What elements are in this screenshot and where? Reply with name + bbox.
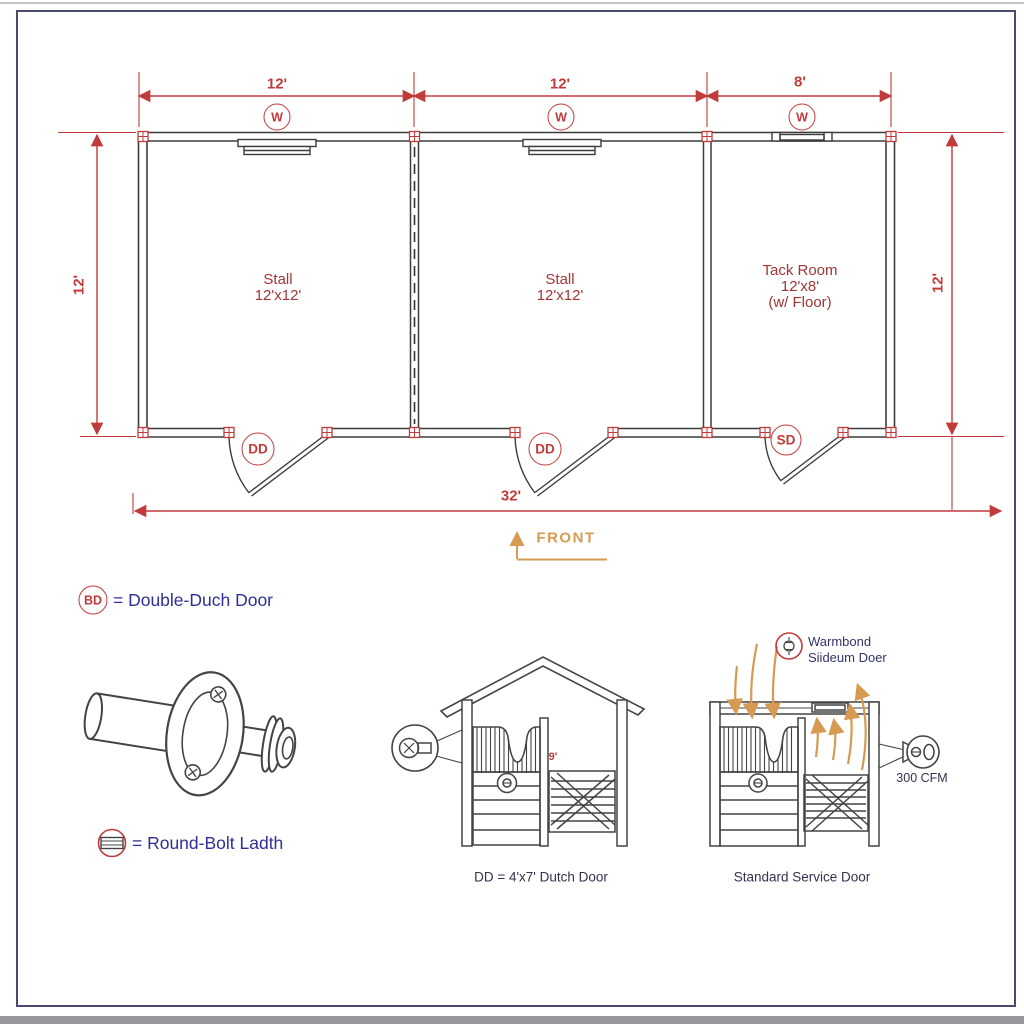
fan-rating-label: 300 CFM xyxy=(896,771,948,785)
yoke-bar-panel xyxy=(472,726,541,773)
dim-overall-width: 32' xyxy=(500,487,522,505)
room-size: 12'x12' xyxy=(254,287,302,304)
window-tack-room xyxy=(771,131,833,142)
vent-label-line1: Warmbond xyxy=(808,634,872,649)
dimension-lines xyxy=(58,72,1004,518)
legend-latch-label: = Round-Bolt Ladth xyxy=(132,833,284,853)
dim-right: 12' xyxy=(929,272,947,294)
dim-top-tackroom: 8' xyxy=(794,73,806,91)
legend-latch-symbol xyxy=(97,828,127,858)
bottom-strip xyxy=(0,1016,1024,1024)
room-size: 12'x8' xyxy=(780,278,820,295)
legend-dutch-door-tag: BD xyxy=(78,585,108,615)
plan-windows xyxy=(237,131,833,156)
latch-screw-top xyxy=(209,686,227,703)
latch-isometric xyxy=(83,671,297,797)
dim-top-stall2: 12' xyxy=(549,75,571,93)
dim-left: 12' xyxy=(70,274,88,296)
window-stall-1 xyxy=(237,138,317,156)
door-swing-dd-1 xyxy=(228,432,330,497)
room-label-tack-room: Tack Room 12'x8' (w/ Floor) xyxy=(762,263,837,311)
legend-dutch-door-label: = Double-Duch Door xyxy=(113,590,274,610)
latch-detail-bubble xyxy=(391,724,463,772)
fan-detail xyxy=(878,735,940,769)
door-tag-dd-1: DD xyxy=(241,432,275,466)
airflow-arrows xyxy=(726,643,871,771)
door-tag-dd-2: DD xyxy=(528,432,562,466)
x-brace-gate xyxy=(548,770,616,833)
room-label-stall-1: Stall 12'x12' xyxy=(255,272,302,304)
plan-door-swings xyxy=(228,432,846,497)
room-name: Tack Room xyxy=(762,262,838,279)
door-swing-sd xyxy=(764,432,846,485)
dutch-door-elevation xyxy=(391,656,646,847)
dim-top-stall1: 12' xyxy=(266,75,288,93)
vent-symbol xyxy=(775,632,803,660)
top-hairline xyxy=(0,2,1024,4)
front-arrow xyxy=(509,531,607,561)
x-brace-gate-service xyxy=(803,774,869,832)
latch-screw-bottom xyxy=(184,764,202,781)
plan-walls xyxy=(137,131,896,438)
elevation-height-dim: 9' xyxy=(548,751,558,763)
window-tag-3: W xyxy=(788,103,816,131)
window-stall-2 xyxy=(522,138,602,156)
room-label-stall-2: Stall 12'x12' xyxy=(537,272,584,304)
door-swing-dd-2 xyxy=(514,432,616,497)
service-door-caption: Standard Service Door xyxy=(733,869,871,885)
door-tag-sd: SD xyxy=(770,424,802,456)
room-note: (w/ Floor) xyxy=(768,294,832,311)
dutch-door-caption: DD = 4'x7' Dutch Door xyxy=(474,869,608,885)
front-label: FRONT xyxy=(536,529,596,547)
window-tag-1: W xyxy=(263,103,291,131)
room-name: Stall xyxy=(263,271,293,288)
page-border xyxy=(16,10,1016,1007)
yoke-bar-panel-service xyxy=(719,726,799,773)
plank-panel xyxy=(472,771,541,846)
vent-slot xyxy=(811,702,849,713)
room-size: 12'x12' xyxy=(536,287,584,304)
plan-partitions xyxy=(409,141,712,429)
plank-panel-service xyxy=(719,771,799,847)
room-name: Stall xyxy=(545,271,575,288)
vent-label-line2: Siideum Doer xyxy=(808,650,887,665)
fan-icon xyxy=(906,735,940,769)
gable-roof xyxy=(439,656,646,718)
window-tag-2: W xyxy=(547,103,575,131)
